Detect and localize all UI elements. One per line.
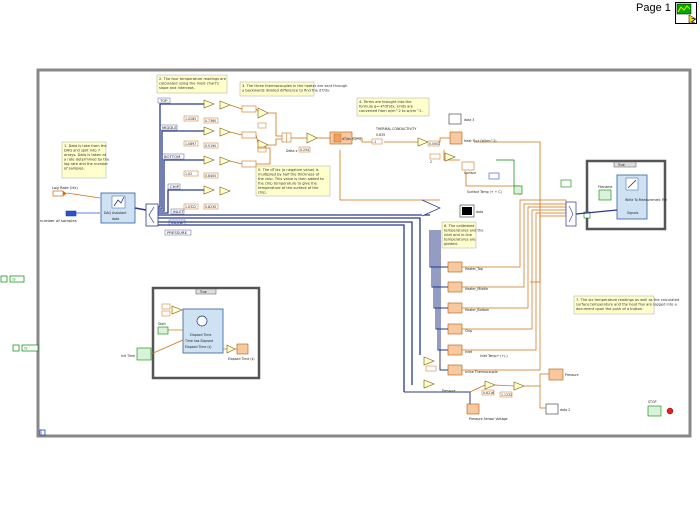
- svg-text:dT/dx (C/m): dT/dx (C/m): [342, 137, 361, 141]
- svg-text:Log Rate (Hz): Log Rate (Hz): [52, 185, 78, 190]
- elapsed-time-block[interactable]: Elapsed Time Time has Elapsed Elapsed Ti…: [182, 308, 224, 354]
- log-rate-control[interactable]: Log Rate (Hz): [52, 185, 78, 197]
- svg-text:Heater_Bottom: Heater_Bottom: [465, 308, 489, 312]
- write-case-structure: True: [583, 159, 667, 231]
- channel-label: PRESSURE: [167, 230, 188, 235]
- svg-text:STOP: STOP: [648, 400, 656, 404]
- merge-signals-node: [565, 201, 577, 227]
- filename-bool[interactable]: [560, 179, 572, 188]
- svg-text:Pressure: Pressure: [565, 373, 579, 377]
- svg-text:data: data: [476, 210, 483, 214]
- svg-text:Surface: Surface: [464, 171, 476, 175]
- svg-text:Inlet: Inlet: [465, 350, 473, 354]
- daq-assistant[interactable]: DAQ Assistant data: [100, 192, 136, 224]
- waveform-chart-indicator: data: [459, 204, 483, 218]
- svg-text:Pressure: Pressure: [442, 389, 456, 393]
- svg-text:Time has Elapsed: Time has Elapsed: [184, 339, 213, 343]
- svg-text:Surface Temp (+ + C): Surface Temp (+ + C): [467, 190, 502, 194]
- svg-text:Elapsed Time (s): Elapsed Time (s): [185, 345, 212, 349]
- svg-text:data 2: data 2: [560, 408, 570, 412]
- svg-text:Write To Measurement File: Write To Measurement File: [625, 198, 667, 202]
- left-tf-terminal-2[interactable]: TF: [12, 344, 39, 352]
- svg-text:Init Time: Init Time: [121, 354, 135, 358]
- svg-text:Heater_Middle: Heater_Middle: [465, 287, 488, 291]
- svg-text:data: data: [112, 217, 119, 221]
- svg-text:Elapsed Time (s): Elapsed Time (s): [228, 357, 255, 361]
- channel-label: TOP: [159, 98, 168, 103]
- stop-button[interactable]: STOP: [647, 400, 674, 417]
- svg-text:THERMAL CONDUCTIVITY: THERMAL CONDUCTIVITY: [375, 127, 416, 131]
- svg-text:1.1232: 1.1232: [501, 393, 512, 397]
- svg-text:0.5190: 0.5190: [205, 144, 216, 148]
- svg-text:Inline Thermocouple: Inline Thermocouple: [465, 370, 498, 374]
- left-tf-terminal-1[interactable]: TF: [0, 275, 25, 283]
- svg-text:TF: TF: [11, 278, 16, 282]
- svg-text:2: 2: [691, 17, 695, 24]
- svg-text:0.6216: 0.6216: [483, 391, 494, 395]
- note-7: 7. The six temperature readings as well …: [576, 298, 679, 311]
- vi-icon: 2: [675, 2, 697, 24]
- svg-text:i: i: [41, 430, 42, 435]
- while-loop-frame: [36, 68, 692, 438]
- note-3: 3. The three thermocouples in the heater…: [242, 84, 347, 93]
- svg-text:Inlet Temp+ (+/-): Inlet Temp+ (+/-): [480, 354, 508, 358]
- num-samples-control[interactable]: number of samples: [40, 210, 77, 223]
- svg-text:0.8230: 0.8230: [205, 205, 216, 209]
- svg-text:0.0001: 0.0001: [429, 142, 440, 146]
- svg-text:number of samples: number of samples: [40, 218, 77, 223]
- svg-text:1.0285: 1.0285: [185, 117, 196, 121]
- svg-text:2: 2: [430, 160, 432, 164]
- svg-text:TF: TF: [23, 347, 28, 351]
- elapsed-case-structure: True: [151, 286, 261, 380]
- svg-text:Elapsed Time: Elapsed Time: [190, 333, 211, 337]
- channel-label: CHIP: [170, 184, 180, 189]
- channel-label: BOTTOM: [164, 154, 180, 159]
- page-label: Page 1: [636, 2, 671, 14]
- svg-text:Heater_Top: Heater_Top: [465, 267, 483, 271]
- svg-text:Filename: Filename: [598, 185, 612, 189]
- svg-text:1.02: 1.02: [185, 172, 192, 176]
- svg-text:0.7360: 0.7360: [205, 119, 216, 123]
- split-signals-node: [145, 203, 159, 227]
- svg-text:True: True: [617, 163, 625, 167]
- svg-text:0.254: 0.254: [300, 148, 309, 152]
- data3-indicator: data 3: [448, 113, 474, 125]
- init-time-control[interactable]: Init Time: [121, 347, 152, 361]
- svg-text:Start: Start: [158, 322, 167, 326]
- svg-text:0.8400: 0.8400: [205, 174, 216, 178]
- loop-iteration-terminal: [39, 429, 46, 436]
- svg-text:Signals: Signals: [627, 211, 639, 215]
- svg-text:Heat Flux (W/cm^2): Heat Flux (W/cm^2): [464, 139, 496, 143]
- svg-text:Chip: Chip: [465, 329, 472, 333]
- channel-label: INLET: [173, 209, 184, 214]
- write-to-measurement-file[interactable]: Write To Measurement File Signals: [616, 174, 667, 220]
- svg-text:data 3: data 3: [464, 118, 474, 122]
- channel-label: MIDDLE: [162, 125, 177, 130]
- svg-text:DAQ Assistant: DAQ Assistant: [104, 211, 127, 215]
- filename-control[interactable]: Filename: [598, 185, 612, 201]
- svg-text:Delta x: Delta x: [286, 149, 298, 153]
- svg-text:Pressure Sensor Voltage: Pressure Sensor Voltage: [469, 417, 508, 421]
- svg-text:1.0897: 1.0897: [185, 142, 196, 146]
- svg-text:-1: -1: [373, 140, 376, 144]
- svg-text:True: True: [199, 290, 207, 294]
- svg-text:1.0322: 1.0322: [185, 205, 196, 209]
- svg-text:0.835: 0.835: [376, 133, 385, 137]
